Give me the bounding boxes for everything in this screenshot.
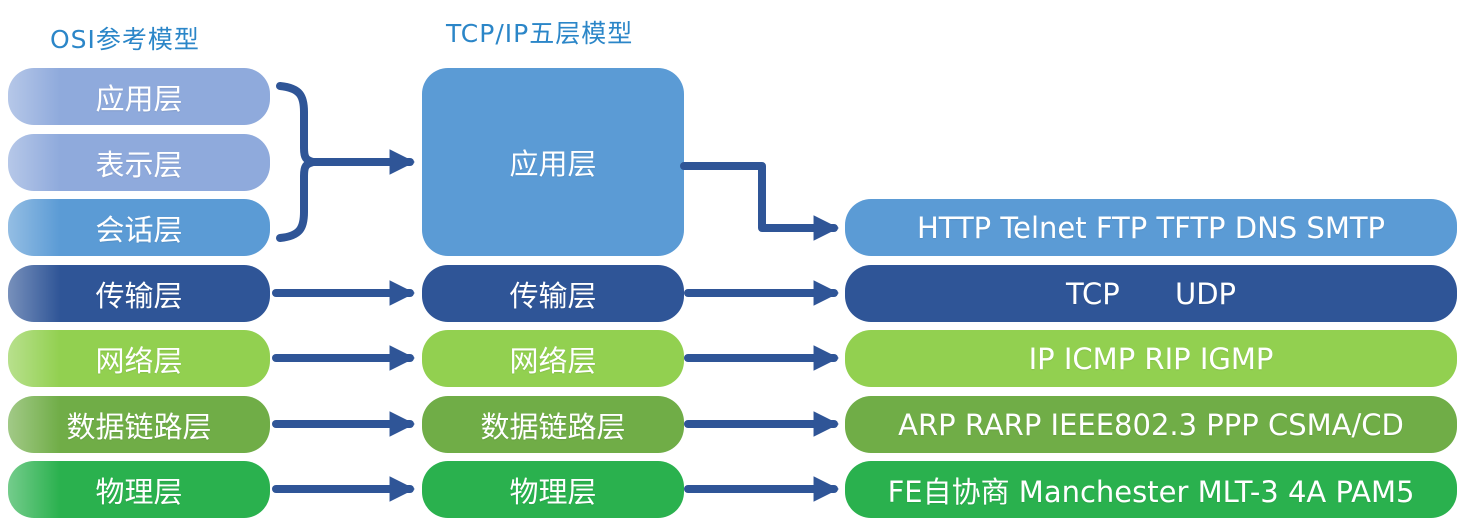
tcpip-layer-network: 网络层 [422,330,684,387]
osi-model-title: OSI参考模型 [50,25,200,54]
protocols-data-link-row: ARP RARP IEEE802.3 PPP CSMA/CD [845,396,1457,453]
osi-layer-session: 会话层 [8,199,270,256]
osi-layer-network: 网络层 [8,330,270,387]
osi-layer-presentation: 表示层 [8,134,270,191]
protocols-transport-row: TCP UDP [845,265,1457,322]
tcpip-layer-physical: 物理层 [422,461,684,518]
tcpip-model-title: TCP/IP五层模型 [446,19,634,48]
osi-layer-data-link: 数据链路层 [8,396,270,453]
tcpip-layer-application: 应用层 [422,68,684,256]
tcpip-layer-data-link: 数据链路层 [422,396,684,453]
osi-top-layers-bracket-icon [276,82,317,242]
arrow-tcpip-application-to-protocols-icon [680,162,840,241]
protocols-physical-row: FE自协商 Manchester MLT-3 4A PAM5 [845,461,1457,518]
protocols-network-row: IP ICMP RIP IGMP [845,330,1457,387]
osi-layer-application: 应用层 [8,68,270,125]
osi-layer-transport: 传输层 [8,265,270,322]
protocols-application-row: HTTP Telnet FTP TFTP DNS SMTP [845,199,1457,256]
tcpip-layer-transport: 传输层 [422,265,684,322]
osi-layer-physical: 物理层 [8,461,270,518]
